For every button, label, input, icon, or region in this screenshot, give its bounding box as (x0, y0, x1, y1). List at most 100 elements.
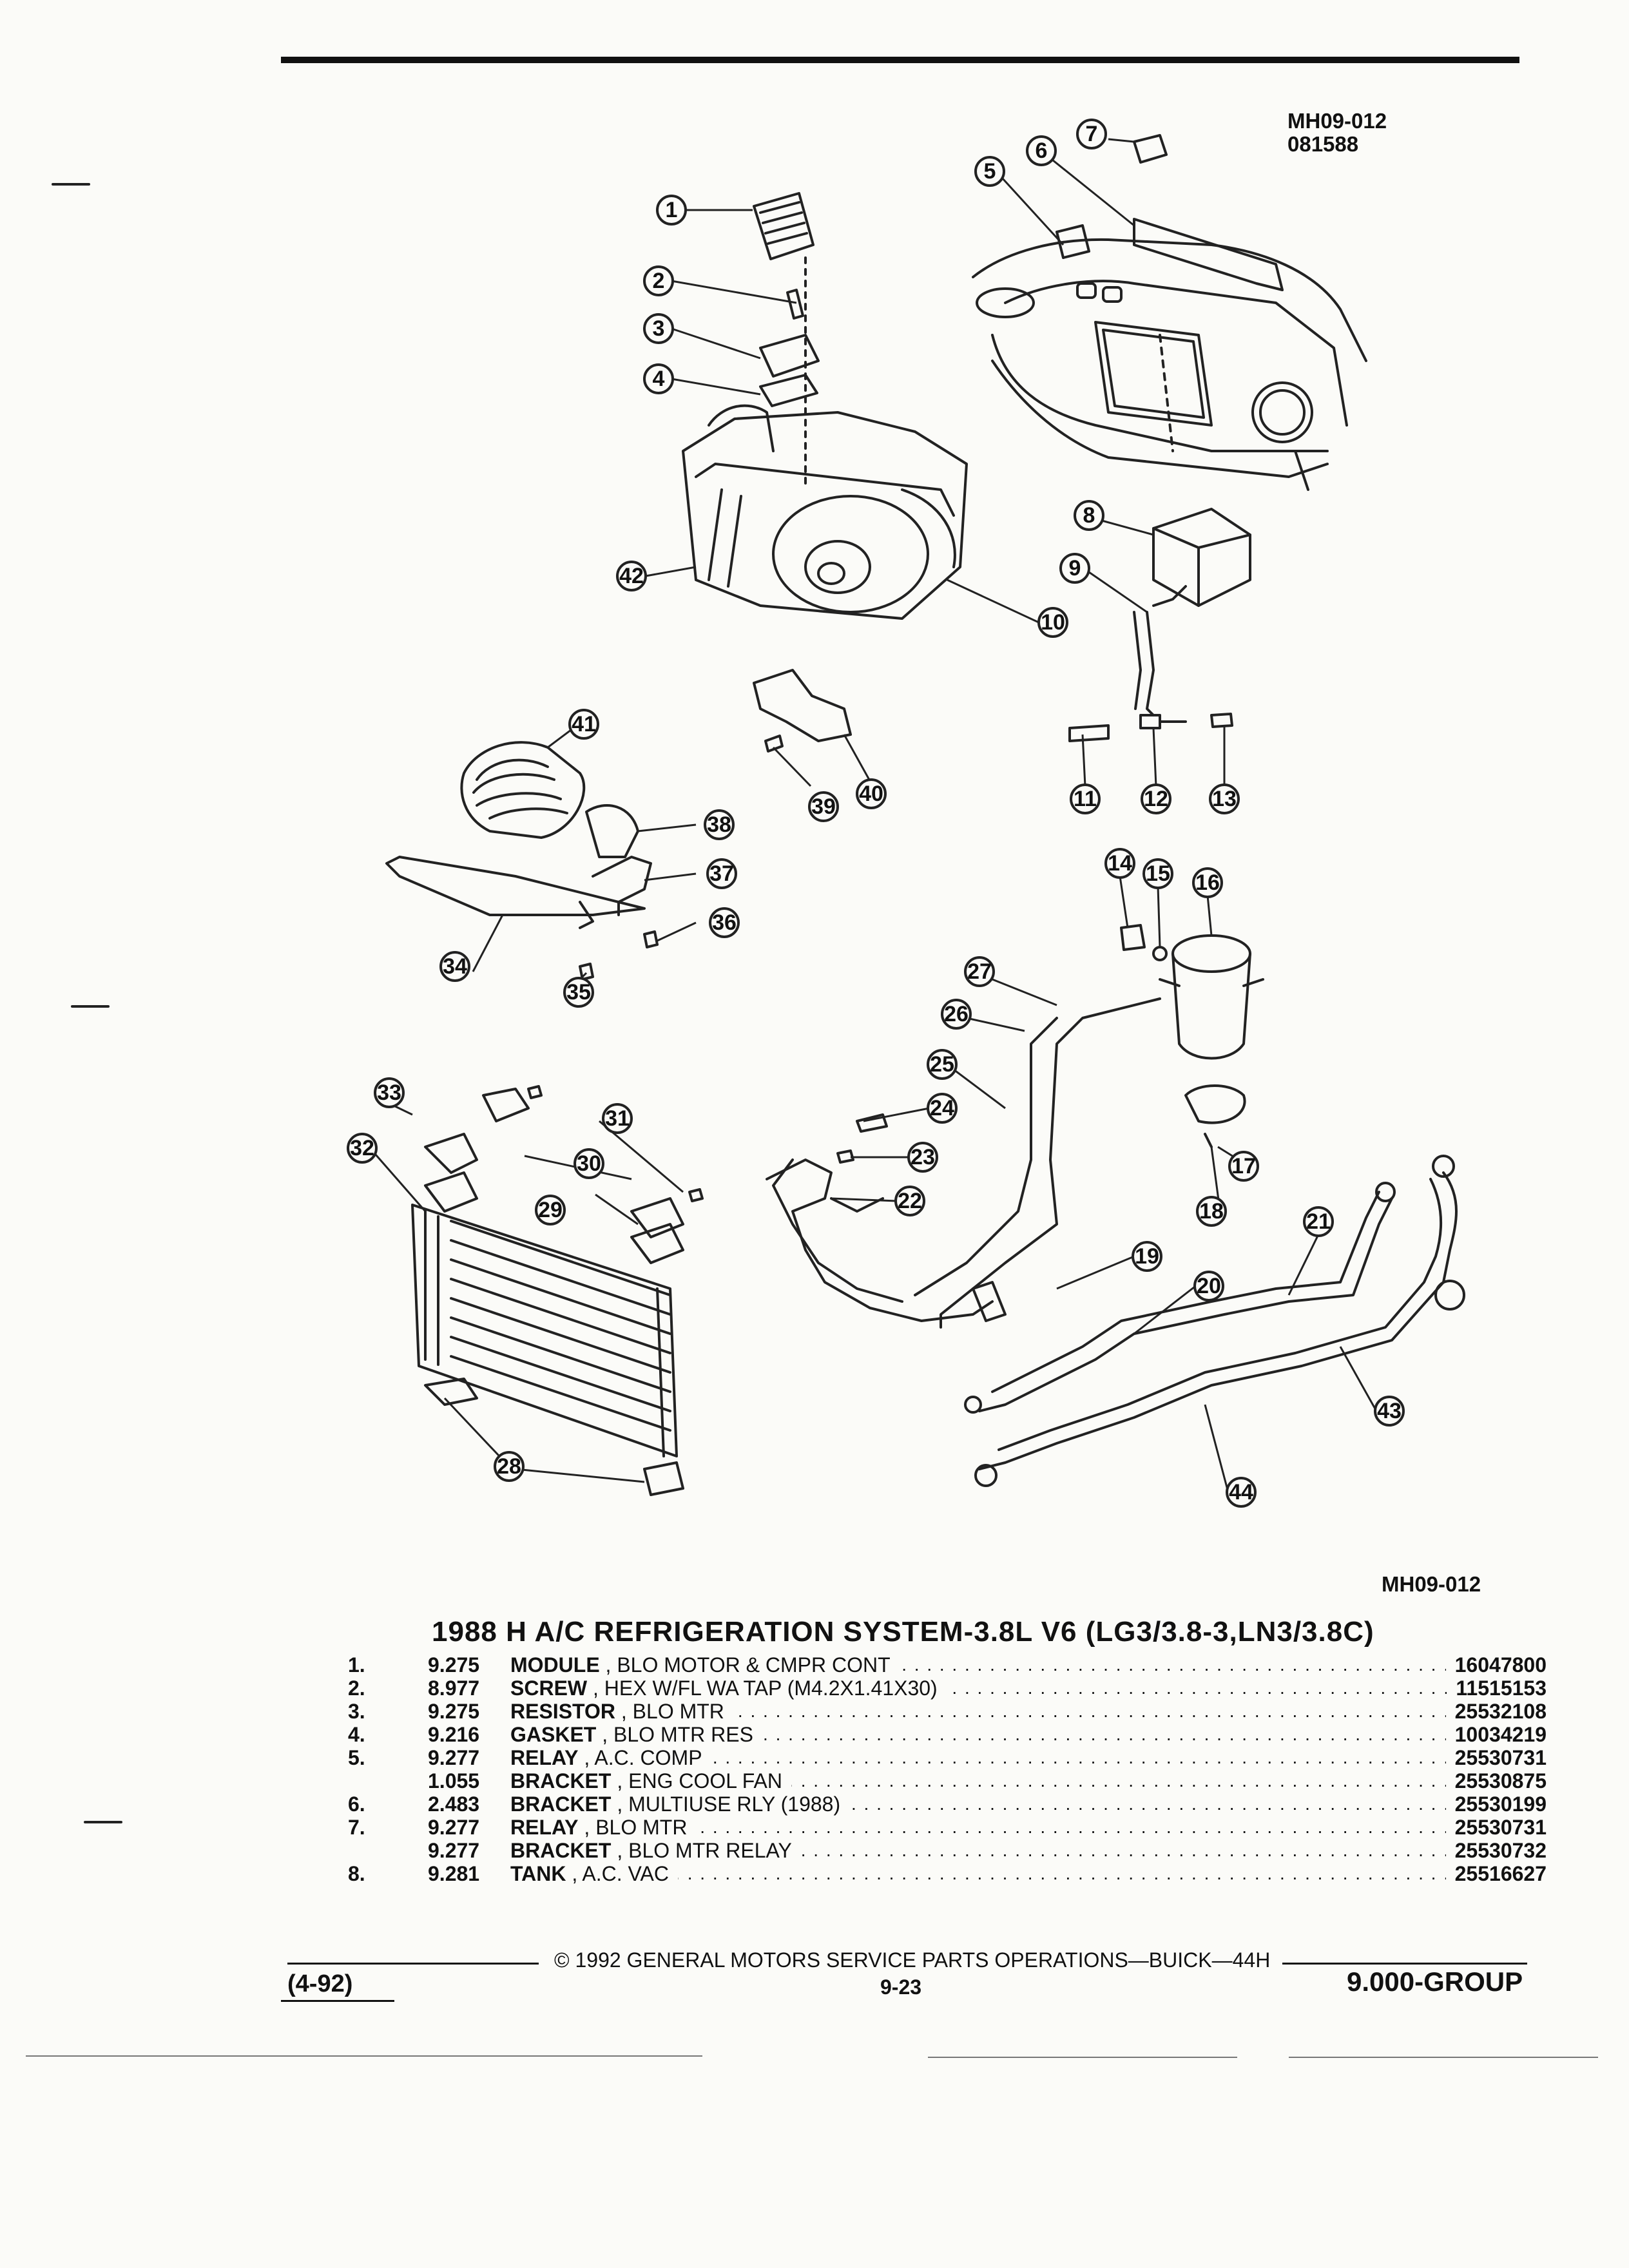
callout-label: 39 (811, 794, 836, 819)
ac-line-assemblies-drawing (964, 1155, 1465, 1487)
footer-underline (281, 2000, 394, 2002)
callout-label: 25 (930, 1052, 954, 1077)
callout-label: 5 (984, 159, 996, 184)
callout-label: 35 (566, 980, 591, 1004)
callout-label: 34 (443, 954, 467, 979)
callout-label: 14 (1108, 851, 1132, 876)
ref-number: 1. (348, 1653, 365, 1677)
parts-list-row: 9.277 BRACKET , BLO MTR RELAY 25530732 (348, 1839, 1547, 1862)
parts-list-row: 7. 9.277 RELAY , BLO MTR 25530731 (348, 1816, 1547, 1839)
part-description: BRACKET , MULTIUSE RLY (1988) (510, 1792, 850, 1816)
callout-label: 43 (1377, 1399, 1402, 1423)
callout-label: 38 (707, 812, 731, 837)
part-description: RESISTOR , BLO MTR (510, 1700, 733, 1723)
parts-list: 1. 9.275 MODULE , BLO MOTOR & CMPR CONT … (348, 1653, 1547, 1885)
parts-list-row: 3. 9.275 RESISTOR , BLO MTR 25532108 (348, 1700, 1547, 1723)
callout-label: 23 (911, 1145, 935, 1169)
callout-label: 2 (653, 269, 665, 293)
part-number: 25530875 (1445, 1769, 1547, 1792)
footer-date-code: (4-92) (287, 1970, 353, 1997)
footer-page-number: 9-23 (880, 1975, 922, 1999)
parts-list-title: 1988 H A/C REFRIGERATION SYSTEM-3.8L V6 … (432, 1616, 1374, 1648)
scan-rule (928, 2057, 1237, 2058)
part-description: MODULE , BLO MOTOR & CMPR CONT (510, 1653, 900, 1677)
callout-label: 24 (930, 1096, 954, 1120)
callout-label: 21 (1306, 1209, 1331, 1234)
part-number: 25530199 (1445, 1792, 1547, 1816)
callout-label: 7 (1086, 122, 1098, 146)
intake-duct-drawing (460, 741, 639, 858)
ipc-code: 9.277 (428, 1816, 480, 1839)
part-description: BRACKET , BLO MTR RELAY (510, 1839, 801, 1862)
margin-mark (52, 183, 90, 186)
parts-list-row: 8. 9.281 TANK , A.C. VAC 25516627 (348, 1862, 1547, 1885)
parts-list-row: 4. 9.216 GASKET , BLO MTR RES 10034219 (348, 1723, 1547, 1746)
ipc-code: 9.216 (428, 1723, 480, 1746)
callout-label: 18 (1199, 1199, 1224, 1224)
accumulator-drawing (1120, 924, 1264, 1148)
shield-bracket-drawing (385, 856, 659, 981)
parts-list-row: 2. 8.977 SCREW , HEX W/FL WA TAP (M4.2X1… (348, 1677, 1547, 1700)
margin-mark (71, 1005, 110, 1008)
callout-label: 44 (1229, 1480, 1253, 1504)
ipc-code: 1.055 (428, 1769, 480, 1792)
ref-number: 3. (348, 1700, 365, 1723)
figure-id: MH09-012 (1287, 109, 1387, 133)
margin-mark (84, 1821, 122, 1823)
scan-rule (1289, 2057, 1598, 2058)
parts-list-row: 1.055 BRACKET , ENG COOL FAN 25530875 (348, 1769, 1547, 1792)
exploded-parts-diagram: 1 2 3 4 5 6 7 8 9 10 11 12 13 14 15 16 1… (347, 119, 1465, 1508)
callout-label: 42 (619, 564, 644, 588)
part-description: GASKET , BLO MTR RES (510, 1723, 762, 1746)
refrigerant-hoses-drawing (766, 997, 1161, 1329)
callout-label: 17 (1231, 1154, 1256, 1178)
callout-label: 40 (859, 782, 883, 806)
callout-label: 33 (377, 1081, 401, 1105)
ipc-code: 9.277 (428, 1746, 480, 1769)
vacuum-tank-drawing (1068, 508, 1251, 742)
part-description: RELAY , BLO MTR (510, 1816, 697, 1839)
parts-list-row: 5. 9.277 RELAY , A.C. COMP 25530731 (348, 1746, 1547, 1769)
scan-rule (26, 2055, 702, 2057)
footer-rule-left (287, 1963, 539, 1965)
callout-label: 28 (497, 1454, 521, 1479)
callout-label: 16 (1195, 870, 1220, 895)
callout-label: 19 (1135, 1244, 1159, 1269)
callout-label: 31 (605, 1106, 630, 1131)
ipc-code: 9.277 (428, 1839, 480, 1862)
part-description: SCREW , HEX W/FL WA TAP (M4.2X1.41X30) (510, 1677, 947, 1700)
callout-label: 13 (1212, 787, 1237, 811)
callout-label: 8 (1083, 503, 1095, 528)
callout-label: 26 (944, 1002, 969, 1026)
part-number: 25532108 (1445, 1700, 1547, 1723)
part-number: 25530732 (1445, 1839, 1547, 1862)
callout-label: 15 (1146, 861, 1170, 886)
figure-id-bottom: MH09-012 (1382, 1572, 1481, 1596)
callout-label: 37 (709, 861, 734, 886)
parts-list-row: 6. 2.483 BRACKET , MULTIUSE RLY (1988) 2… (348, 1792, 1547, 1816)
callout-label: 41 (572, 712, 596, 736)
footer-group: 9.000-GROUP (1347, 1966, 1523, 1997)
ipc-code: 9.275 (428, 1653, 480, 1677)
part-description: BRACKET , ENG COOL FAN (510, 1769, 791, 1792)
ipc-code: 2.483 (428, 1792, 480, 1816)
part-description: RELAY , A.C. COMP (510, 1746, 711, 1769)
callout-label: 4 (653, 367, 665, 391)
callout-label: 29 (538, 1198, 563, 1222)
part-number: 25530731 (1445, 1746, 1547, 1769)
callout-label: 22 (898, 1189, 922, 1213)
ipc-code: 9.281 (428, 1862, 480, 1885)
blower-module-drawing (682, 192, 968, 620)
bracket-screw-drawing (753, 669, 852, 753)
callout-label: 20 (1197, 1274, 1221, 1298)
callout-label: 6 (1036, 139, 1048, 163)
ref-number: 7. (348, 1816, 365, 1839)
callout-label: 10 (1041, 610, 1065, 635)
part-number: 25530731 (1445, 1816, 1547, 1839)
ref-number: 8. (348, 1862, 365, 1885)
figure-date: 081588 (1287, 132, 1359, 156)
part-number: 10034219 (1445, 1723, 1547, 1746)
callout-label: 3 (653, 316, 665, 341)
ref-number: 6. (348, 1792, 365, 1816)
parts-list-row: 1. 9.275 MODULE , BLO MOTOR & CMPR CONT … (348, 1653, 1547, 1677)
